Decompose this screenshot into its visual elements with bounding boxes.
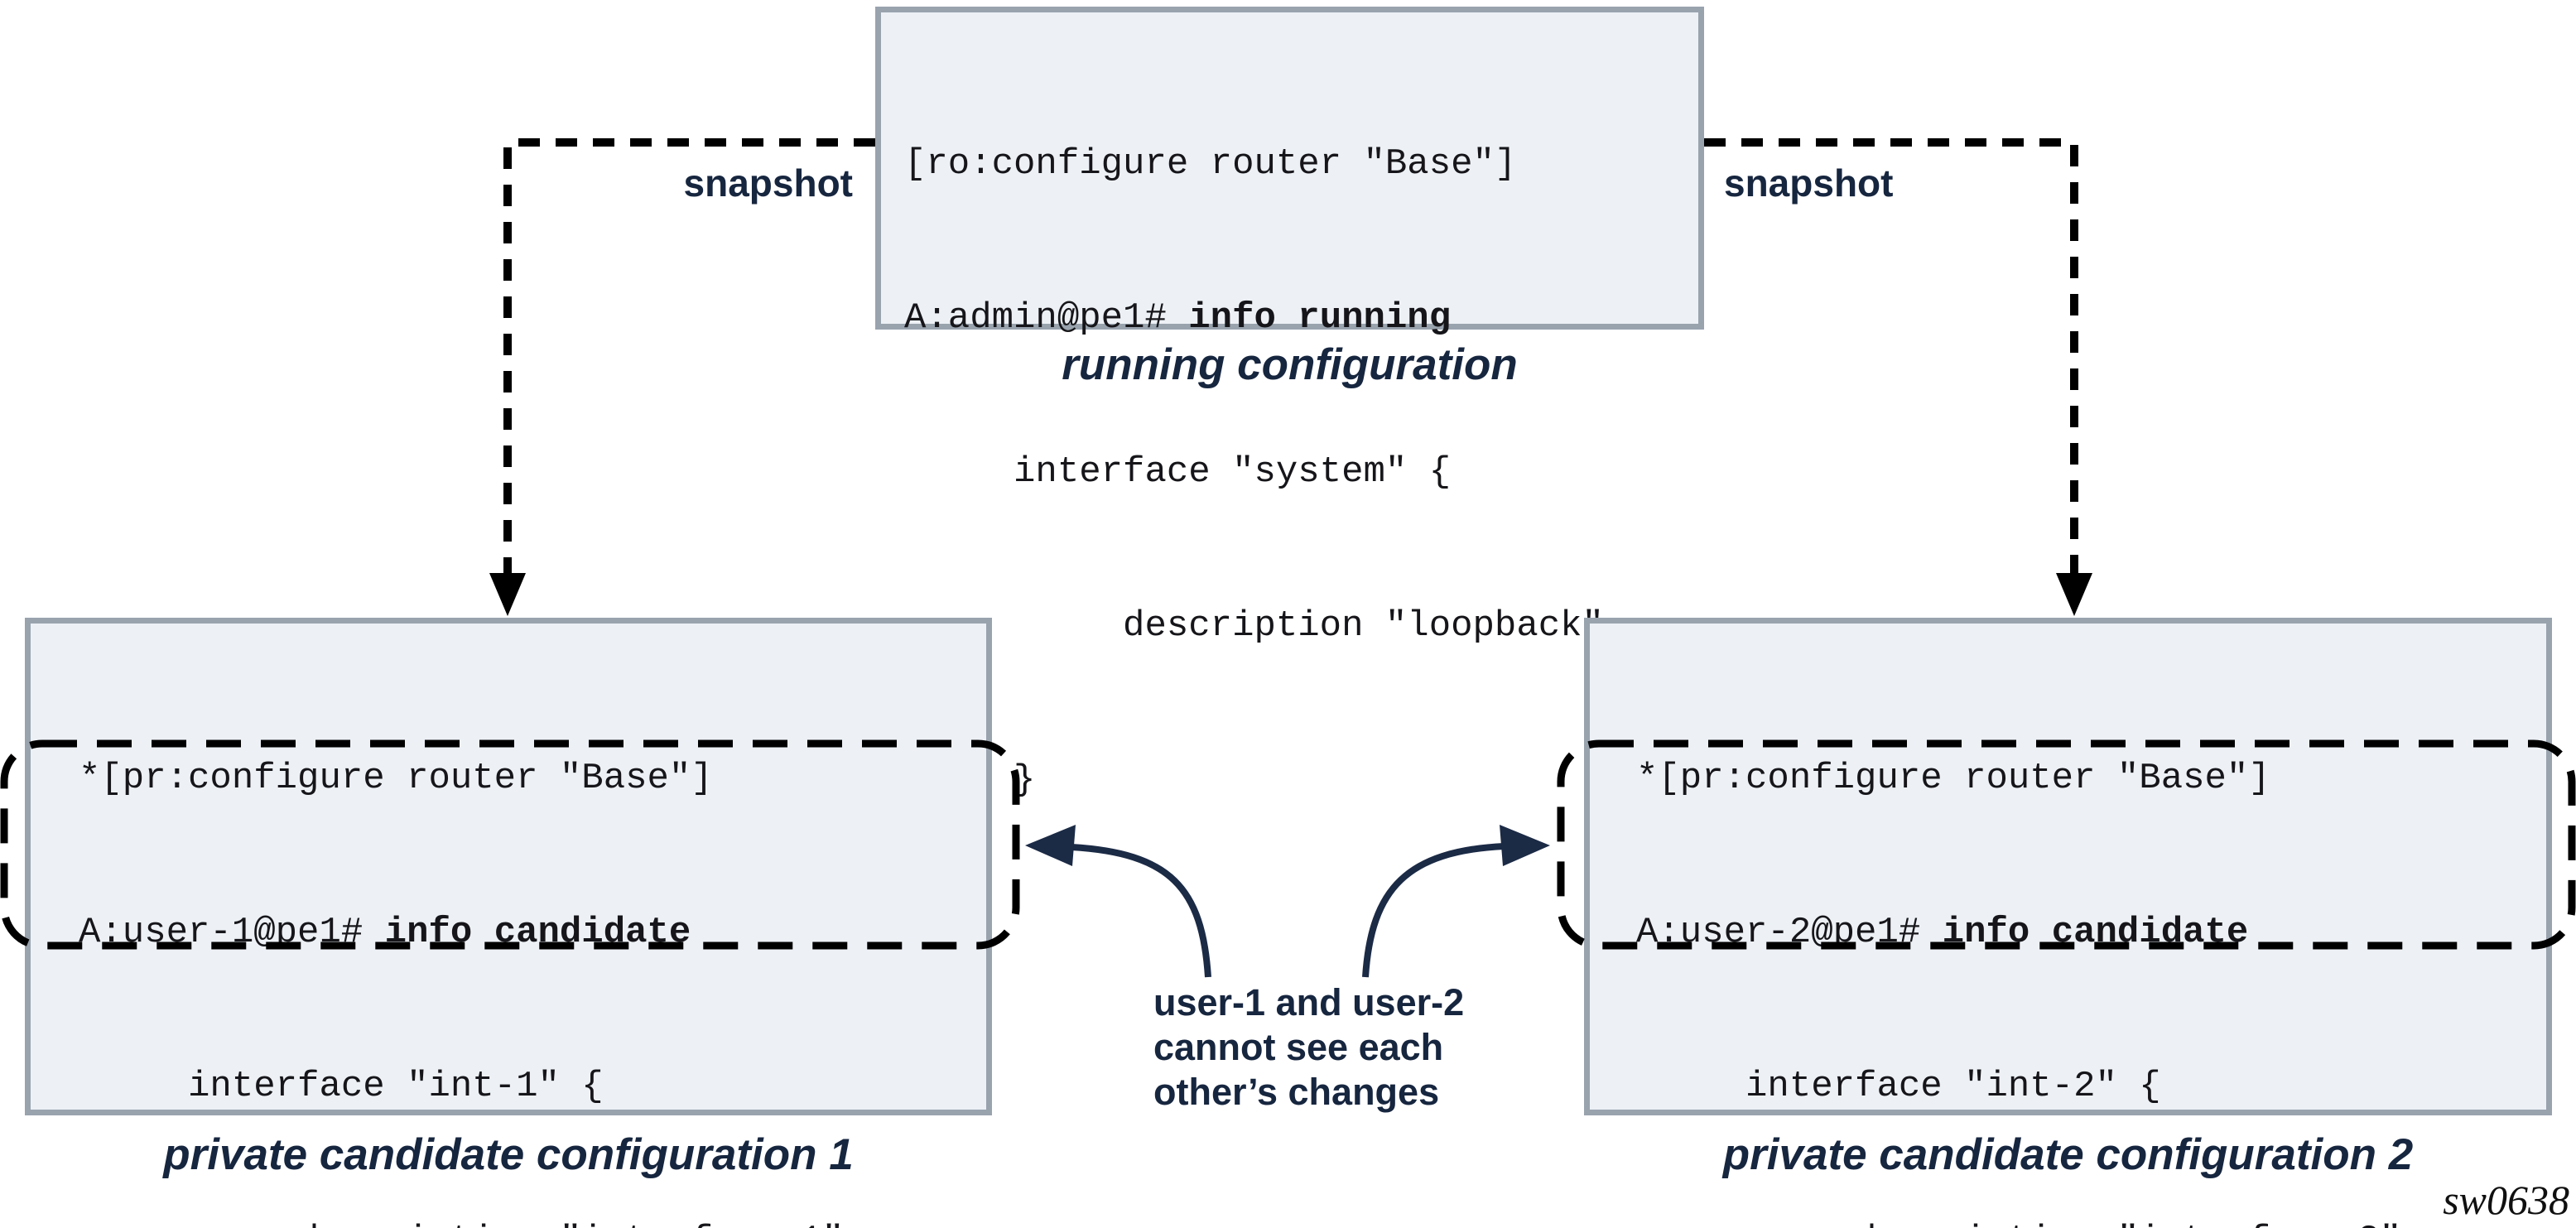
cli-prompt: A:user-1@pe1# — [79, 912, 385, 953]
code-line: interface "system" { — [904, 451, 1452, 493]
cli-prompt: A:user-2@pe1# — [1636, 912, 1943, 953]
snapshot-label-right: snapshot — [1724, 161, 1894, 205]
note-line: cannot see each — [1153, 1026, 1444, 1068]
snapshot-arrowhead-left-icon — [489, 573, 526, 616]
candidate1-config-caption: private candidate configuration 1 — [163, 1130, 854, 1179]
running-config-code: [ro:configure router "Base"] A:admin@pe1… — [881, 12, 1698, 908]
code-line: A:user-1@pe1# info candidate — [79, 907, 986, 958]
code-line: [ro:configure router "Base"] — [904, 143, 1517, 185]
code-line: description "loopback" — [904, 605, 1604, 647]
cli-command: info running — [1188, 297, 1452, 339]
snapshot-connector-right — [1704, 138, 2078, 573]
snapshot-arrowhead-right-icon — [2056, 573, 2092, 616]
code-line: interface "int-1" { — [79, 1066, 604, 1107]
code-line: *[pr:configure router "Base"] — [1636, 758, 2270, 799]
code-line: interface "int-2" { — [1636, 1066, 2161, 1107]
cannot-see-note: user-1 and user-2 cannot see each other’… — [1153, 980, 1464, 1115]
code-line: *[pr:configure router "Base"] — [79, 758, 713, 799]
running-config-box: [ro:configure router "Base"] A:admin@pe1… — [875, 7, 1704, 801]
code-line: A:user-2@pe1# info candidate — [1636, 907, 2546, 958]
candidate2-config-caption: private candidate configuration 2 — [1722, 1130, 2414, 1179]
cli-command: info candidate — [384, 912, 691, 953]
snapshot-label-left: snapshot — [683, 161, 853, 205]
code-line: description "interface 1" — [79, 1215, 986, 1228]
cli-command: info candidate — [1942, 912, 2249, 953]
note-line: user-1 and user-2 — [1153, 981, 1465, 1023]
running-config-caption: running configuration — [1062, 340, 1518, 389]
figure-id: sw0638 — [2443, 1177, 2569, 1223]
code-line: A:admin@pe1# info running — [904, 292, 1698, 344]
code-line: description "interface 2" — [1636, 1215, 2546, 1228]
candidate1-config-box: *[pr:configure router "Base"] A:user-1@p… — [25, 618, 992, 1228]
note-line: other’s changes — [1153, 1071, 1440, 1113]
snapshot-connector-left — [503, 138, 875, 573]
candidate2-config-box: *[pr:configure router "Base"] A:user-2@p… — [1584, 618, 2552, 1228]
code-line: } — [1014, 759, 1036, 801]
cli-prompt: A:admin@pe1# — [904, 297, 1189, 339]
